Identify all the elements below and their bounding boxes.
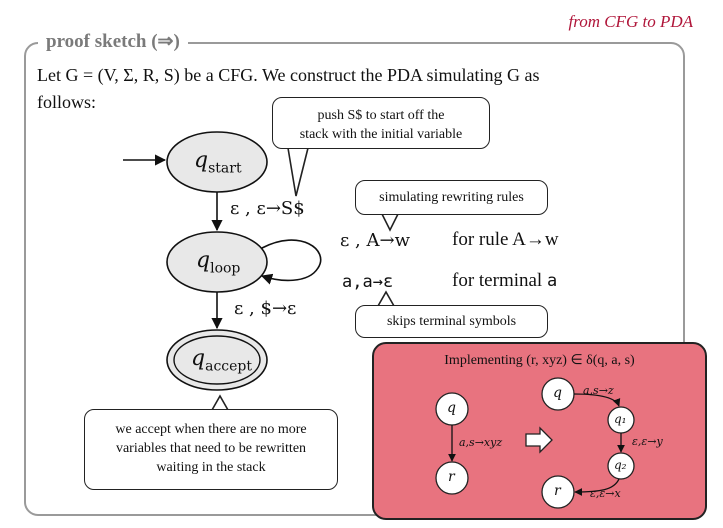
push-callout: push S$ to start off the stack with the …: [272, 97, 490, 149]
push-callout-line-2: stack with the initial variable: [299, 127, 463, 142]
impl-right-q1-label: q₁: [614, 412, 627, 426]
implementing-title: Implementing (r, xyz) ∈ δ(q, a, s): [444, 353, 635, 368]
impl-transform-arrow: [525, 426, 553, 454]
label-accept: qaccept: [191, 346, 252, 375]
label-start: qstart: [194, 148, 242, 177]
rule-terminal-symbol: a: [546, 271, 558, 291]
impl-edge-q-q1-label: a,s→z: [583, 384, 614, 397]
impl-right-r-label: r: [554, 483, 561, 499]
accept-callout-line-2: variables that need to be rewritten: [115, 441, 307, 456]
accept-callout: we accept when there are no more variabl…: [84, 409, 338, 490]
state-accept-outer: [166, 329, 268, 391]
impl-left-edge-label: a,s→xyz: [459, 436, 503, 449]
impl-left-r-label: r: [448, 469, 455, 485]
intro-text: Let G = (V, Σ, R, S) be a CFG. We constr…: [37, 62, 637, 116]
simulating-callout-tail: [381, 213, 399, 232]
edge-label-start-loop: ε , ε→S$: [230, 198, 305, 219]
impl-edge-q2-r-label: ε,ε→x: [590, 487, 621, 500]
rule-rewrite-label: ε , A→w: [340, 230, 410, 251]
state-accept-inner: [173, 335, 261, 385]
proof-frame: [24, 42, 685, 516]
section-tag: from CFG to PDA: [568, 12, 693, 31]
edge-loop-self: [260, 239, 322, 285]
impl-edge-q2-r: [574, 478, 620, 496]
intro-line-2: follows:: [37, 92, 97, 112]
skips-callout: skips terminal symbols: [355, 305, 548, 338]
impl-right-q-label: q: [553, 385, 562, 401]
push-callout-line-1: push S$ to start off the: [317, 108, 445, 123]
rule-terminal-text-prefix: for terminal: [452, 270, 547, 291]
accept-callout-tail: [211, 394, 229, 411]
rule-terminal-label: a,a→ε: [342, 272, 394, 292]
impl-left-r: [435, 461, 469, 495]
impl-right-r: [541, 475, 575, 509]
edge-label-loop-accept: ε , $→ε: [234, 298, 297, 319]
simulating-callout: simulating rewriting rules: [355, 180, 548, 215]
impl-left-q-label: q: [447, 400, 456, 416]
push-callout-tail: [287, 147, 309, 197]
impl-right-q2-label: q₂: [614, 458, 627, 472]
rule-terminal-text: for terminal a: [452, 270, 557, 292]
impl-right-q2: [607, 452, 635, 480]
label-loop: qloop: [196, 248, 241, 277]
impl-edge-q1-q2-label: ε,ε→y: [632, 435, 663, 448]
frame-title: proof sketch (⇒): [38, 30, 188, 53]
rule-rewrite-text: for rule A→w: [452, 229, 559, 250]
skips-callout-tail: [377, 290, 395, 307]
intro-line-1: Let G = (V, Σ, R, S) be a CFG. We constr…: [37, 65, 540, 85]
accept-callout-line-3: waiting in the stack: [156, 460, 266, 475]
accept-callout-line-1: we accept when there are no more: [115, 422, 307, 437]
impl-edge-q-q1: [573, 393, 621, 407]
